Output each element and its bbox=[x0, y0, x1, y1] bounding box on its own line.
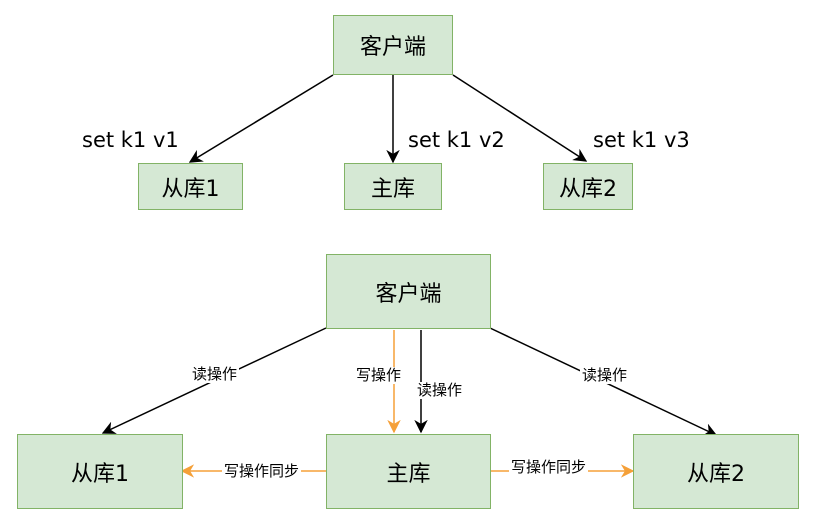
slave1-node-bottom-label: 从库1 bbox=[71, 461, 129, 487]
client-node-bottom-label: 客户端 bbox=[375, 281, 442, 307]
edge-label-read-slave1: 读操作 bbox=[190, 365, 240, 383]
master-node-top: 主库 bbox=[344, 163, 442, 210]
slave1-node-top: 从库1 bbox=[138, 163, 243, 210]
slave1-node-bottom: 从库1 bbox=[17, 434, 183, 509]
client-node-top-label: 客户端 bbox=[359, 35, 426, 60]
edge-label-set-k1-v2: set k1 v2 bbox=[408, 128, 505, 152]
client-node-bottom: 客户端 bbox=[326, 254, 491, 329]
slave2-node-bottom: 从库2 bbox=[633, 434, 799, 509]
master-node-top-label: 主库 bbox=[370, 176, 415, 202]
edge-label-read-slave2: 读操作 bbox=[580, 366, 630, 384]
edge-label-sync-slave1: 写操作同步 bbox=[222, 462, 302, 480]
master-node-bottom-label: 主库 bbox=[386, 461, 431, 487]
edge-client-to-slave2-top bbox=[452, 74, 588, 162]
edge-label-read-master: 读操作 bbox=[415, 381, 465, 399]
client-node-top: 客户端 bbox=[333, 15, 453, 75]
edge-label-set-k1-v3: set k1 v3 bbox=[593, 128, 690, 152]
edge-label-write-master: 写操作 bbox=[354, 366, 404, 384]
slave1-node-top-label: 从库1 bbox=[161, 176, 220, 202]
edge-client-to-slave1-top bbox=[188, 74, 334, 163]
edge-label-sync-slave2: 写操作同步 bbox=[509, 458, 589, 476]
slave2-node-bottom-label: 从库2 bbox=[687, 461, 745, 487]
slave2-node-top-label: 从库2 bbox=[559, 176, 617, 202]
master-node-bottom: 主库 bbox=[326, 434, 491, 509]
slave2-node-top: 从库2 bbox=[543, 163, 633, 210]
edge-label-set-k1-v1: set k1 v1 bbox=[82, 128, 179, 152]
